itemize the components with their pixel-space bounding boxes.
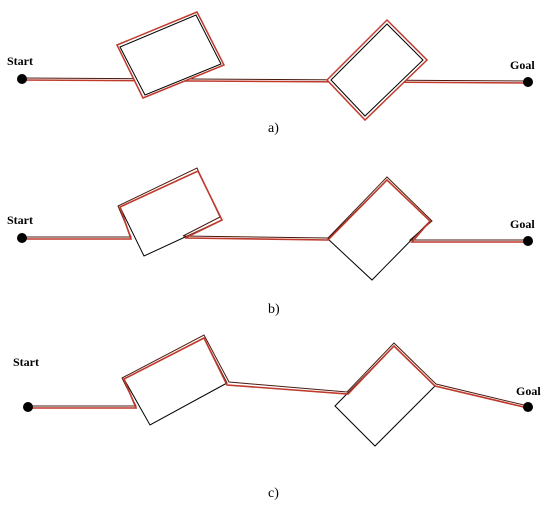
goal-label: Goal — [510, 58, 535, 72]
obstacle-box-outline — [119, 14, 222, 96]
start-label: Start — [7, 213, 33, 227]
panel-caption: c) — [268, 486, 279, 501]
obstacle-box — [115, 11, 226, 99]
goal-label: Goal — [516, 384, 541, 398]
start-node — [17, 233, 27, 243]
panel-caption: b) — [268, 302, 280, 317]
obstacle-box — [334, 345, 436, 447]
goal-node — [523, 402, 533, 412]
goal-node — [523, 77, 533, 87]
panel-c: Start Goal c) — [13, 334, 541, 501]
path-dark-trace — [28, 334, 529, 407]
path-segment — [21, 79, 529, 84]
start-node — [23, 402, 33, 412]
path-trace — [28, 336, 529, 409]
start-label: Start — [13, 355, 39, 369]
obstacle-box-outline — [330, 23, 424, 117]
path-dark-trace — [22, 167, 528, 241]
panel-a: Start Goal a) — [7, 11, 535, 136]
obstacle-box — [327, 179, 431, 281]
start-node — [17, 74, 27, 84]
goal-label: Goal — [510, 217, 535, 231]
panel-b: Start Goal b) — [7, 167, 535, 317]
start-label: Start — [7, 54, 33, 68]
path-segment — [21, 77, 529, 82]
obstacle-box — [123, 337, 228, 426]
obstacle-box — [325, 18, 429, 122]
goal-node — [523, 236, 533, 246]
path-trace — [22, 169, 528, 243]
panel-caption: a) — [268, 121, 279, 136]
